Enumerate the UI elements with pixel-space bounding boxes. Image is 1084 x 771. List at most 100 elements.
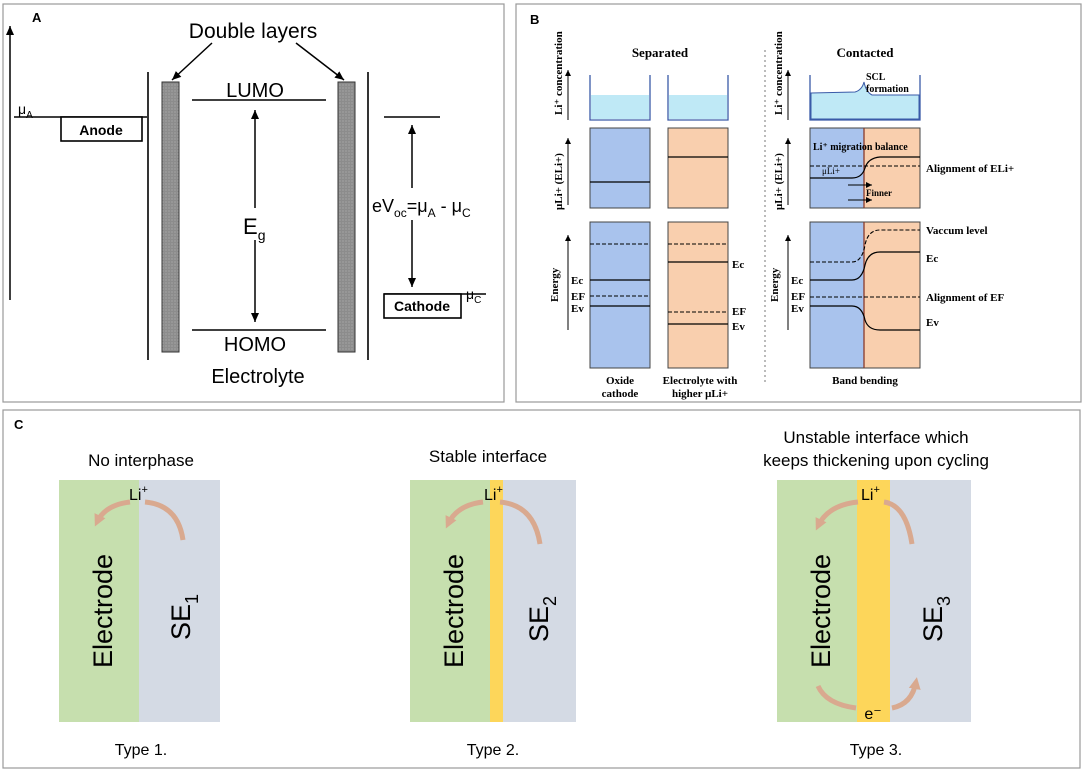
type-3-e-arrow-left (815, 684, 857, 711)
energy-axis-left: Energy (549, 267, 561, 302)
band-bending-caption: Band bending (832, 375, 898, 387)
type-1-electrode-label: Electrode (88, 554, 118, 668)
energy-axis-right: Energy (769, 267, 781, 302)
ev-level-bent (810, 305, 920, 331)
mu-block-electrolyte (667, 127, 729, 209)
ec-label-left: Ec (571, 275, 583, 287)
mu-axis-right: μLi+ (ELi+) (773, 153, 785, 210)
ec-right-label: Ec (926, 253, 938, 265)
type-2-arrow-right (499, 499, 543, 545)
anode-label: Anode (79, 122, 123, 138)
type-3-li-arrow-right (883, 499, 915, 545)
eg-label: Eg (243, 214, 265, 243)
ec-label-mid: Ec (732, 259, 744, 271)
double-layers-label: Double layers (189, 20, 317, 43)
panel-a: A Double layers LUMO HOMO Electrolyte Eg… (2, 3, 505, 403)
align-eli-label: Alignment of ELi+ (926, 163, 1014, 175)
panel-a-frame (2, 3, 505, 403)
ef-label-mid: EF (732, 306, 746, 318)
type-2-se-label: SE2 (524, 596, 560, 642)
cup-cathode (589, 75, 651, 121)
type-2-caption: Type 2. (467, 742, 519, 759)
anode-box (60, 116, 143, 142)
type-2-electrode-label: Electrode (439, 554, 469, 668)
li-conc-axis-right: Li⁺ concentration (773, 31, 785, 115)
mu-bent-level (810, 156, 920, 179)
energy-block-cathode (589, 221, 651, 369)
type-3-title-line-2: keeps thickening upon cycling (763, 451, 989, 470)
scl-label-1: SCL (866, 72, 886, 83)
mu-axis-left: μLi+ (ELi+) (553, 153, 565, 210)
ev-label-mid: Ev (732, 321, 745, 333)
type-2-li-label: Li+ (484, 484, 503, 504)
type-3-caption: Type 3. (850, 742, 902, 759)
panel-b: B Separated Contacted Li⁺ concentration … (515, 3, 1082, 403)
energy-block-contacted-electrolyte (863, 221, 921, 369)
type-3-e-arrow-right (891, 677, 921, 711)
energy-block-electrolyte (667, 221, 729, 369)
type-3-diagram: Unstable interface which keeps thickenin… (763, 428, 989, 759)
type-3-li-label: Li+ (861, 484, 880, 504)
type-1-caption: Type 1. (115, 742, 167, 759)
ev-label-right-axis: Ev (791, 303, 804, 315)
mu-c-label: μC (466, 286, 481, 306)
align-ef-label: Alignment of EF (926, 292, 1005, 304)
li-balance-label: Li⁺ migration balance (813, 142, 908, 153)
lumo-label: LUMO (226, 80, 284, 102)
ec-label-right-axis: Ec (791, 275, 803, 287)
cup-contacted (809, 75, 921, 121)
oxide-cathode-caption-1: Oxide (606, 375, 634, 387)
contacted-title: Contacted (836, 45, 894, 60)
panel-c-label: C (14, 417, 24, 432)
ef-label-left: EF (571, 291, 585, 303)
ef-label-right-axis: EF (791, 291, 805, 303)
oxide-cathode-caption-2: cathode (602, 388, 639, 400)
double-layer-left (161, 81, 180, 353)
vac-level-bent (810, 229, 920, 263)
mu-block-contacted-cathode (809, 127, 865, 209)
type-3-electrode-label: Electrode (806, 554, 836, 668)
cup-contacted-fill (810, 81, 920, 120)
double-layer-arrow-left (171, 42, 213, 81)
mu-block-cathode (589, 127, 651, 209)
type-3-se-label: SE3 (918, 596, 954, 642)
panel-c: C No interphase Electrode SE1 Li+ Type 1… (2, 409, 1081, 769)
type-3-electron-label: e⁻ (864, 706, 881, 723)
li-conc-axis-left: Li⁺ concentration (553, 31, 565, 115)
type-3-title-line-1: Unstable interface which (783, 428, 968, 447)
type-2-interphase (490, 480, 503, 722)
electrolyte-caption-1: Electrolyte with (663, 375, 738, 387)
separated-title: Separated (632, 45, 689, 60)
panel-b-label: B (530, 12, 539, 27)
voc-label: eVoc=μA - μC (372, 196, 471, 220)
type-1-arrow-left (94, 499, 131, 527)
scl-label-2: formation (866, 84, 909, 95)
type-2-diagram: Stable interface Electrode SE2 Li+ Type … (410, 447, 576, 759)
type-2-title: Stable interface (429, 447, 547, 466)
cup-electrolyte (667, 75, 729, 121)
type-2-se (503, 480, 576, 722)
type-1-se (139, 480, 220, 722)
electrolyte-label: Electrolyte (211, 366, 304, 388)
double-layer-arrow-right (295, 42, 345, 81)
cup-electrolyte-fill (669, 95, 727, 119)
type-1-arrow-right (144, 499, 186, 541)
type-1-se-label: SE1 (166, 594, 202, 640)
mu-a-label: μA (18, 101, 33, 121)
mu-block-contacted-electrolyte (863, 127, 921, 209)
mu-li-small-label: μLi+ (822, 166, 840, 176)
ec-level-bent (810, 251, 920, 281)
f-inner-label: Finner (866, 188, 892, 198)
ev-label-left: Ev (571, 303, 584, 315)
cup-cathode-fill (591, 95, 649, 119)
homo-label: HOMO (224, 334, 286, 356)
energy-block-contacted-cathode (809, 221, 865, 369)
panel-a-label: A (32, 10, 42, 25)
type-3-li-arrow-left (815, 499, 859, 531)
double-layer-right (337, 81, 356, 353)
type-1-diagram: No interphase Electrode SE1 Li+ Type 1. (59, 451, 220, 759)
vaccum-level-label: Vaccum level (926, 225, 988, 237)
ev-right-label: Ev (926, 317, 939, 329)
type-3-interphase (857, 480, 890, 722)
